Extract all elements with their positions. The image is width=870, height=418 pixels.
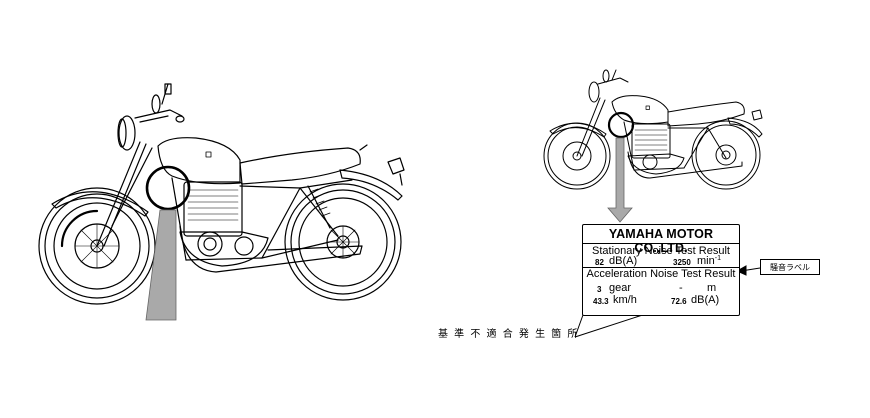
stationary-rpm-value: 3250 (673, 258, 691, 267)
accel-db-value: 72.6 (671, 297, 687, 306)
speed-value: 43.3 (593, 297, 609, 306)
front-fender-right (549, 122, 607, 138)
handlebar-left (134, 83, 185, 123)
label-company: YAMAHA MOTOR CO.,LTD. (608, 227, 714, 255)
gear-unit: gear (609, 282, 632, 294)
rear-fender-right (727, 117, 763, 138)
seat-left (239, 147, 361, 185)
fuel-tank-left (157, 137, 241, 185)
pointer-left (145, 209, 177, 321)
highlight-circle-right (607, 111, 635, 139)
rear-wheel-left (284, 183, 402, 301)
rear-wheel-right (691, 120, 761, 190)
front-fender-left (51, 191, 149, 217)
headlight-right (588, 81, 600, 103)
distance-dash: - (679, 282, 683, 294)
stationary-heading: Stationary Noise Test Result (592, 245, 730, 257)
acceleration-heading: Acceleration Noise Test Result (586, 268, 736, 280)
handlebar-right (597, 69, 629, 85)
stationary-db-unit: dB(A) (609, 255, 638, 267)
front-fork-left (96, 141, 153, 247)
front-fork-right (576, 97, 606, 157)
speed-unit: km/h (613, 294, 637, 306)
accel-db-unit: dB(A) (691, 294, 720, 306)
label-divider-top (583, 243, 739, 244)
rear-fender-left (339, 169, 403, 201)
gear-value: 3 (597, 285, 602, 294)
stationary-rpm-unit: min-1 (697, 255, 721, 267)
noise-label: YAMAHA MOTOR CO.,LTD. Stationary Noise T… (582, 224, 740, 316)
exhaust-left (179, 225, 363, 273)
highlight-circle-left (145, 165, 191, 211)
motorcycle-right (543, 69, 763, 190)
seat-right (667, 101, 745, 127)
taillight-right (751, 109, 763, 121)
engine-left (179, 181, 269, 267)
label-divider-middle (583, 267, 739, 268)
taillight-left (387, 157, 405, 175)
nonconforming-locations-label: 基 準 不 適 合 発 生 箇 所 (438, 329, 579, 340)
fuel-tank-right (611, 95, 669, 125)
pointer-right (607, 137, 633, 223)
engine-right (627, 123, 685, 175)
headlight-left (117, 115, 136, 151)
distance-unit: m (707, 282, 717, 294)
stationary-db-value: 82 (595, 258, 604, 267)
motorcycle-left (38, 83, 405, 305)
exhaust-right (627, 151, 743, 179)
noise-label-tag: 騒音ラベル (760, 259, 820, 275)
rpm-exponent: -1 (714, 255, 721, 262)
